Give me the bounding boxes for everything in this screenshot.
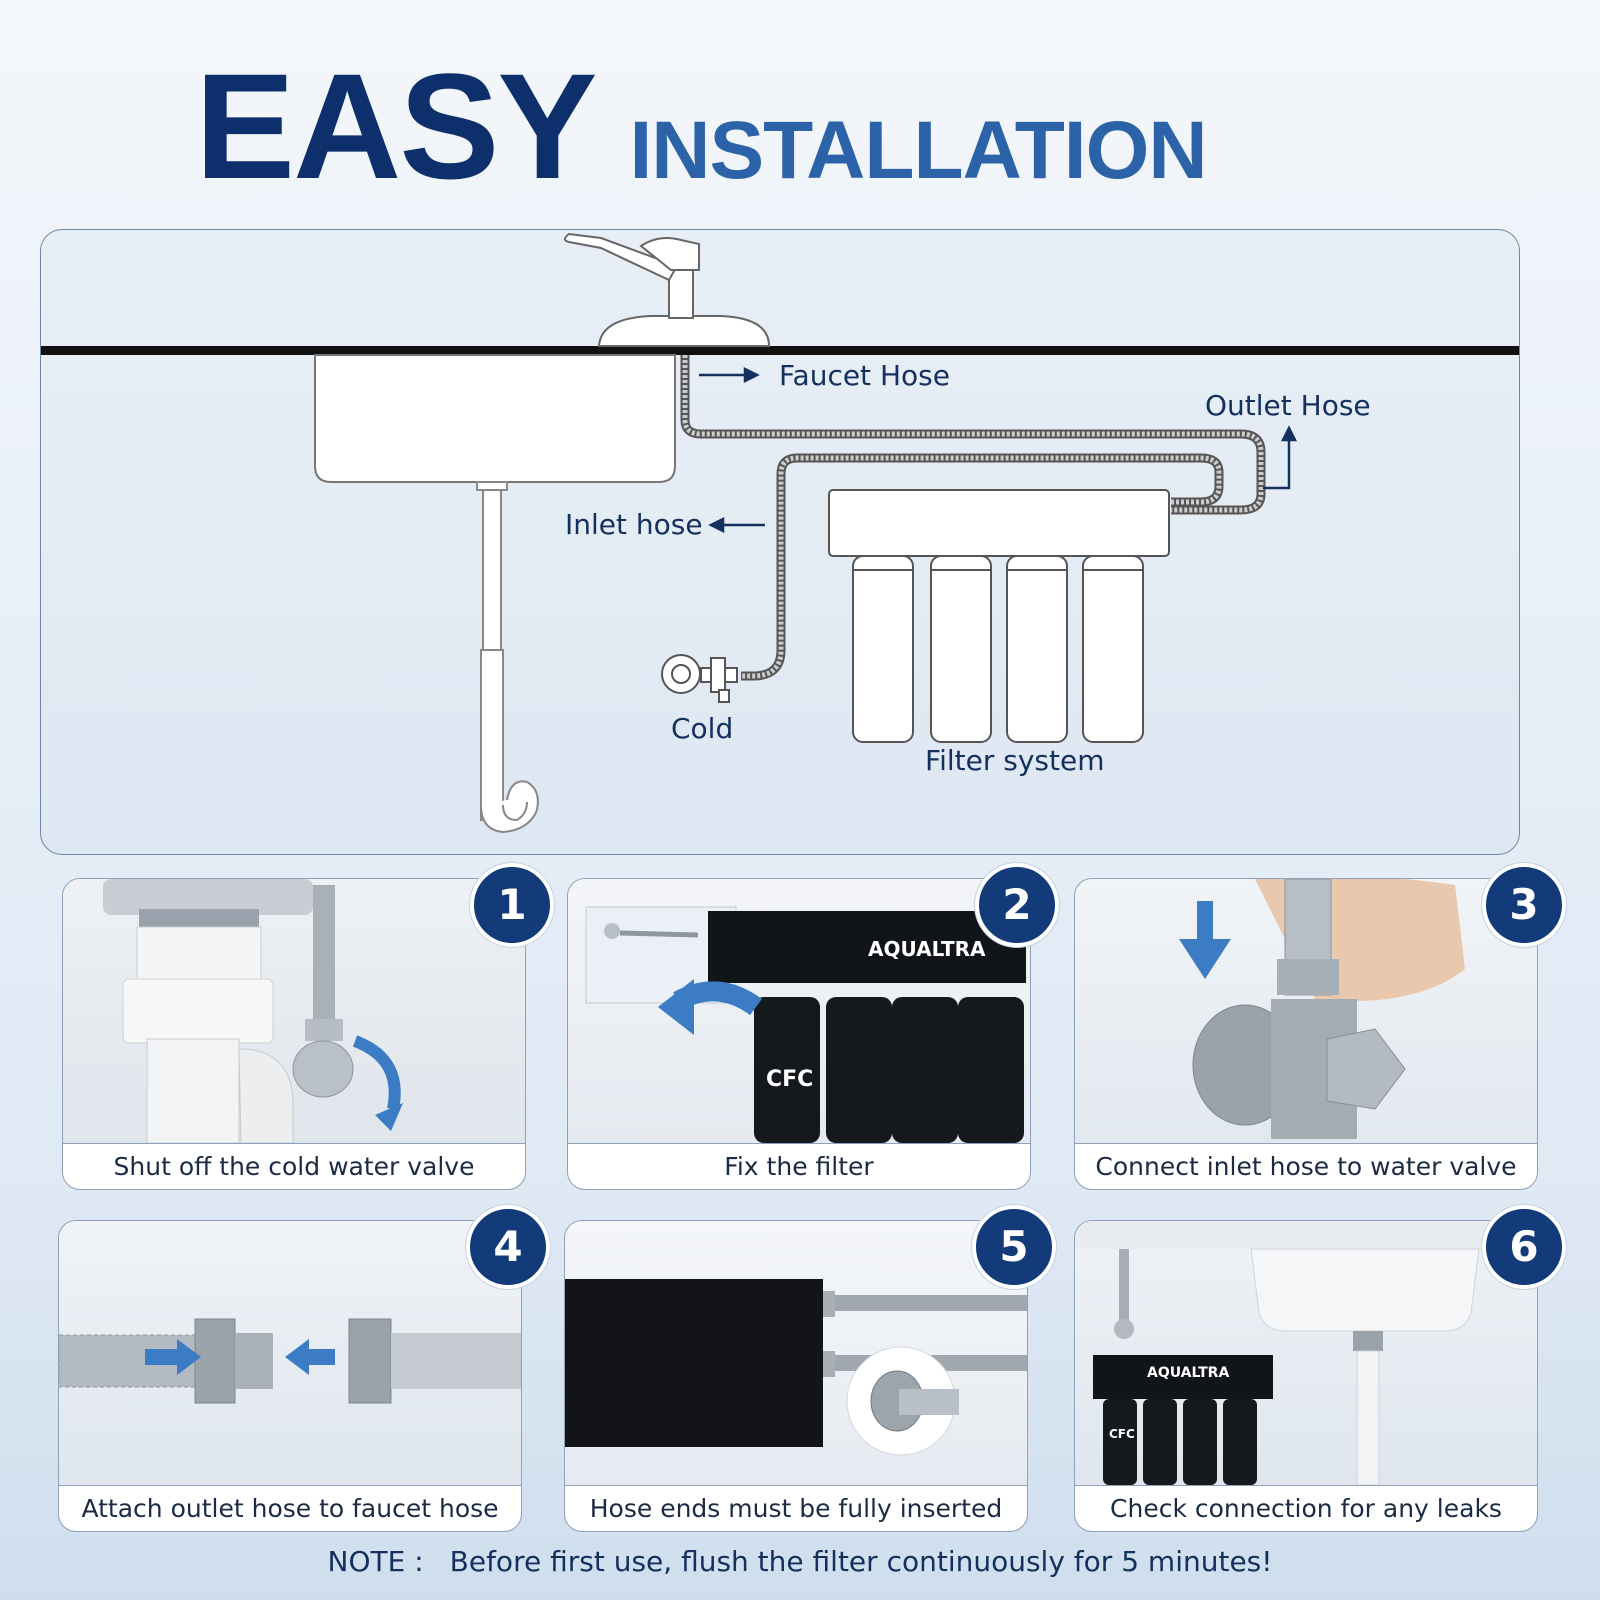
valve-shutoff-illustration (103, 879, 403, 1143)
step-6-brand: AQUALTRA (1147, 1365, 1230, 1381)
diagram-drawing (41, 232, 1519, 834)
step-3-badge: 3 (1482, 863, 1566, 947)
step-1-badge: 1 (470, 863, 554, 947)
step-2-cartridge-label: CFC (766, 1067, 814, 1092)
note-label: NOTE : (327, 1545, 424, 1578)
step-card-3: Connect inlet hose to water valve 3 (1074, 863, 1566, 1190)
inlet-hose (741, 453, 1224, 681)
step-4-photo (59, 1221, 521, 1486)
label-faucet-hose: Faucet Hose (779, 359, 950, 392)
step-5-badge: 5 (972, 1205, 1056, 1289)
step-1-caption: Shut off the cold water valve (113, 1152, 475, 1181)
cold-valve-icon (661, 654, 738, 703)
label-filter-system: Filter system (925, 744, 1105, 777)
step-5-caption: Hose ends must be fully inserted (589, 1494, 1003, 1523)
filter-system-icon (828, 489, 1170, 743)
step-3-photo (1075, 879, 1537, 1144)
step-card-6: AQUALTRA CFC Check connection for any le… (1074, 1205, 1566, 1532)
label-outlet-hose: Outlet Hose (1205, 389, 1371, 422)
step-2-caption: Fix the filter (724, 1152, 874, 1181)
label-inlet-hose: Inlet hose (565, 508, 703, 541)
step-5-photo (565, 1221, 1027, 1486)
step-2-photo: AQUALTRA CFC (568, 879, 1030, 1144)
step-1-photo (63, 879, 525, 1144)
hose-inserted-illustration (565, 1279, 1027, 1456)
step-6-cartridge-label: CFC (1109, 1427, 1135, 1441)
label-cold: Cold (671, 712, 734, 745)
countertop (41, 346, 1519, 355)
step-4-badge: 4 (466, 1205, 550, 1289)
step-2-brand: AQUALTRA (868, 937, 986, 961)
footer-note: NOTE : Before first use, flush the filter… (0, 1545, 1600, 1578)
drain-pipe (476, 481, 539, 834)
page-title: EASY INSTALLATION (195, 40, 1208, 213)
filter-mount-illustration (585, 906, 1026, 1143)
step-card-4: Attach outlet hose to faucet hose 4 (58, 1205, 550, 1532)
faucet-icon (564, 232, 771, 347)
title-easy: EASY (195, 42, 597, 210)
step-4-caption: Attach outlet hose to faucet hose (81, 1494, 499, 1523)
installation-diagram: Faucet Hose Outlet Hose Inlet hose Cold … (40, 229, 1520, 855)
step-6-badge: 6 (1482, 1205, 1566, 1289)
label-arrows (699, 366, 1298, 534)
step-card-2: AQUALTRA CFC Fix the filter 2 (567, 863, 1059, 1190)
note-text: Before first use, flush the filter conti… (449, 1545, 1273, 1578)
step-6-caption: Check connection for any leaks (1110, 1494, 1502, 1523)
step-card-5: Hose ends must be fully inserted 5 (564, 1205, 1056, 1532)
step-card-1: Shut off the cold water valve 1 (62, 863, 554, 1190)
title-installation: INSTALLATION (629, 105, 1207, 196)
sink-bowl (314, 354, 676, 483)
step-6-photo: AQUALTRA CFC (1075, 1221, 1537, 1486)
leak-check-illustration (1075, 1221, 1537, 1485)
inlet-connection-illustration (1179, 879, 1465, 1139)
hose-attach-illustration (59, 1318, 521, 1404)
step-3-caption: Connect inlet hose to water valve (1095, 1152, 1517, 1181)
step-2-badge: 2 (975, 863, 1059, 947)
faucet-hose (680, 355, 1266, 515)
